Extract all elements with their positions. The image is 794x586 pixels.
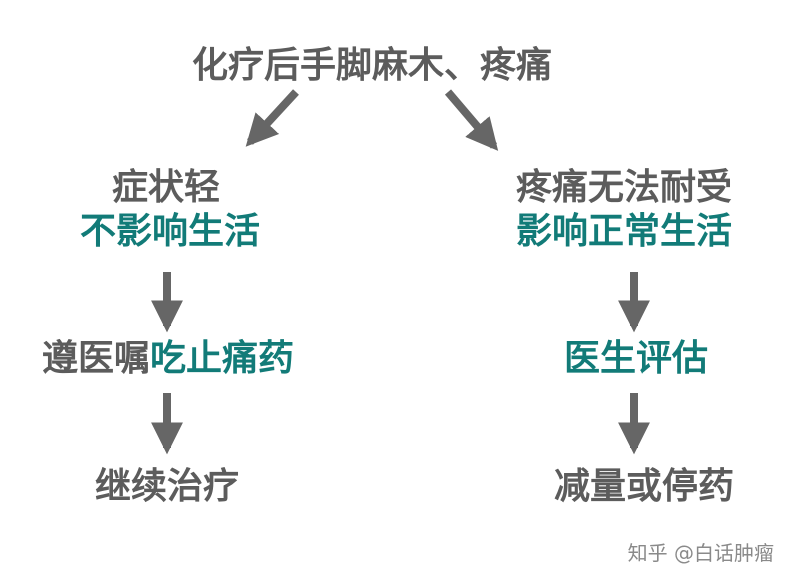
left-advice-highlight: 吃止痛药 [150, 338, 295, 379]
arrow-title-to-left [245, 89, 299, 147]
right-outcome: 减量或停药 [553, 466, 735, 507]
diagram-title: 化疗后手脚麻木、疼痛 [191, 45, 553, 86]
left-advice-prefix: 遵医嘱 [41, 338, 150, 379]
arrow-title-to-right [444, 89, 499, 151]
right-condition-line2: 影响正常生活 [515, 211, 733, 252]
left-condition-line2: 不影响生活 [79, 211, 261, 252]
right-condition-line1: 疼痛无法耐受 [515, 167, 733, 208]
left-advice: 遵医嘱吃止痛药 [42, 339, 294, 379]
left-condition-line1: 症状轻 [111, 167, 221, 208]
watermark: 知乎 @白话肿瘤 [627, 541, 774, 565]
left-outcome: 继续治疗 [94, 466, 240, 507]
right-advice: 医生评估 [563, 338, 709, 379]
